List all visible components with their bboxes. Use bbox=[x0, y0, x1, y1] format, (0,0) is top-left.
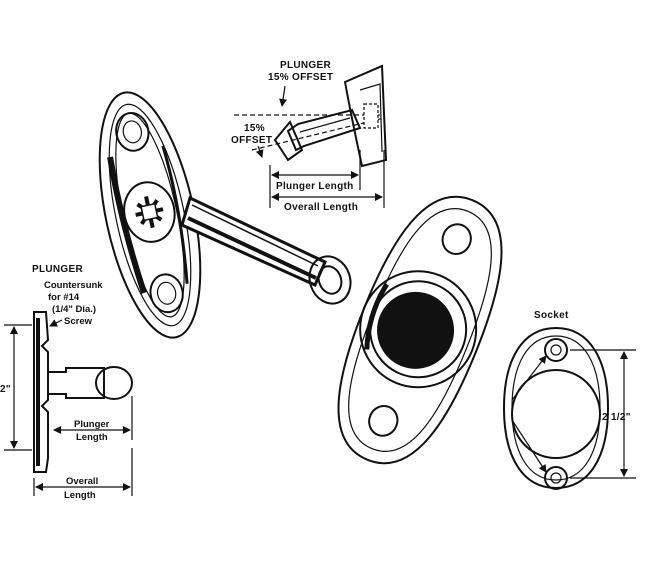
countersunk-note-4: Screw bbox=[64, 316, 93, 327]
countersunk-note-1: Countersunk bbox=[44, 280, 103, 291]
side-offset-label-2: OFFSET bbox=[231, 135, 272, 146]
offset-plunger-label: 15% OFFSET bbox=[268, 72, 333, 83]
socket-height-dim: 2 1/2" bbox=[602, 412, 631, 423]
offset-detail: PLUNGER 15% OFFSET 15% OFFSET Plunger Le… bbox=[231, 60, 388, 213]
assembly-illustration bbox=[98, 91, 503, 465]
profile-plunger-length-2: Length bbox=[76, 432, 108, 443]
offset-overall-length: Overall Length bbox=[284, 202, 358, 213]
socket-heading: Socket bbox=[534, 310, 569, 321]
profile-plunger-length-1: Plunger bbox=[74, 419, 110, 430]
profile-overall-length-2: Length bbox=[64, 490, 96, 501]
profile-overall-length-1: Overall bbox=[66, 476, 98, 487]
plunger-profile-heading: PLUNGER bbox=[32, 264, 83, 275]
countersunk-note-2: for #14 bbox=[48, 292, 80, 303]
socket-front-view: Socket 2 1/2" bbox=[502, 310, 636, 490]
socket-plate bbox=[337, 195, 503, 465]
plunger-arm bbox=[180, 195, 352, 305]
plunger-height-dim: 2" bbox=[0, 384, 11, 395]
plunger-profile-view: PLUNGER Countersunk for #14 (1/4" Dia.) … bbox=[0, 264, 133, 501]
side-offset-label-1: 15% bbox=[244, 123, 265, 134]
plunger-mount-plate bbox=[98, 91, 202, 339]
countersunk-note-3: (1/4" Dia.) bbox=[52, 304, 96, 315]
offset-plunger-length: Plunger Length bbox=[276, 181, 354, 192]
offset-plunger-heading: PLUNGER bbox=[280, 60, 331, 71]
